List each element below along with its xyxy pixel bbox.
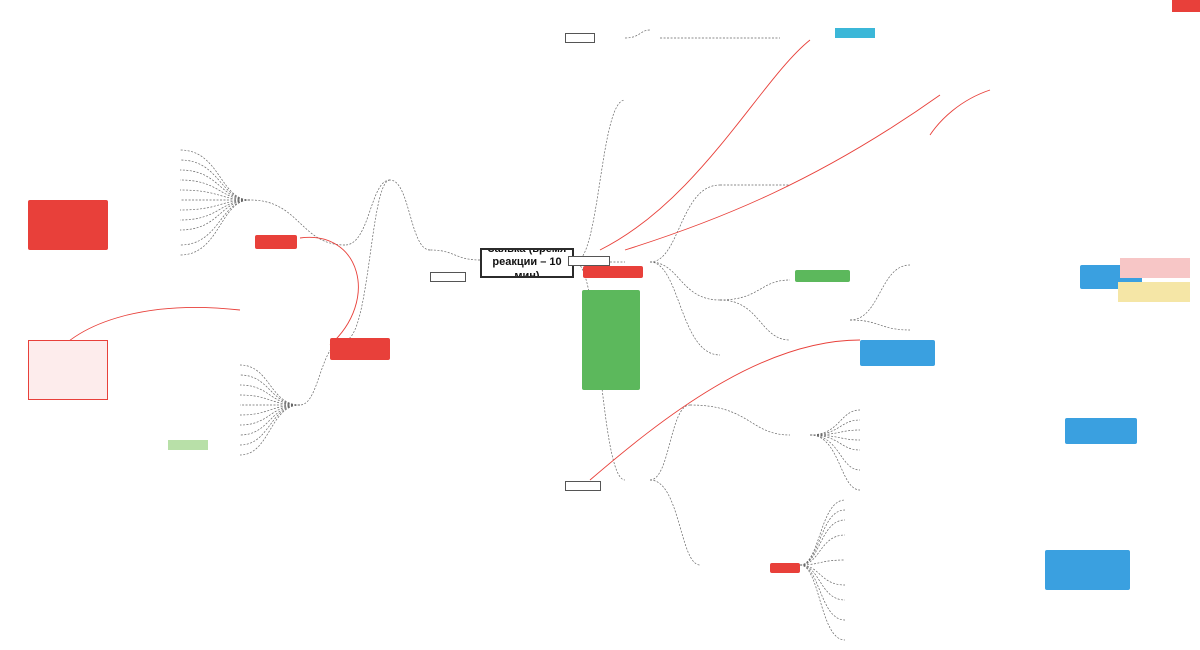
red-node-bottom[interactable] xyxy=(770,563,800,573)
red-node-left-lower[interactable] xyxy=(330,338,390,360)
brand-badge xyxy=(1172,0,1200,12)
branch-middle[interactable] xyxy=(568,256,610,266)
cyan-tag-top xyxy=(835,28,875,38)
branch-top[interactable] xyxy=(565,33,595,43)
branch-bottom[interactable] xyxy=(565,481,601,491)
red-node-left[interactable] xyxy=(255,235,297,249)
red-node-middle[interactable] xyxy=(583,266,643,278)
blue-note-middle xyxy=(860,340,935,366)
green-note-middle xyxy=(582,290,640,390)
blue-note-lower xyxy=(1065,418,1137,444)
branch-left[interactable] xyxy=(430,272,466,282)
green-node-middle[interactable] xyxy=(795,270,850,282)
red-note-left-top xyxy=(28,200,108,250)
green-tag-left xyxy=(168,440,208,450)
rose-note-right xyxy=(1120,258,1190,278)
central-node[interactable]: Заявка (время реакции – 10 мин) xyxy=(480,248,574,278)
yellow-note-right xyxy=(1118,282,1190,302)
blue-note-bottom xyxy=(1045,550,1130,590)
central-node-title: Заявка (время реакции – 10 мин) xyxy=(487,248,567,278)
pink-note-left xyxy=(28,340,108,400)
